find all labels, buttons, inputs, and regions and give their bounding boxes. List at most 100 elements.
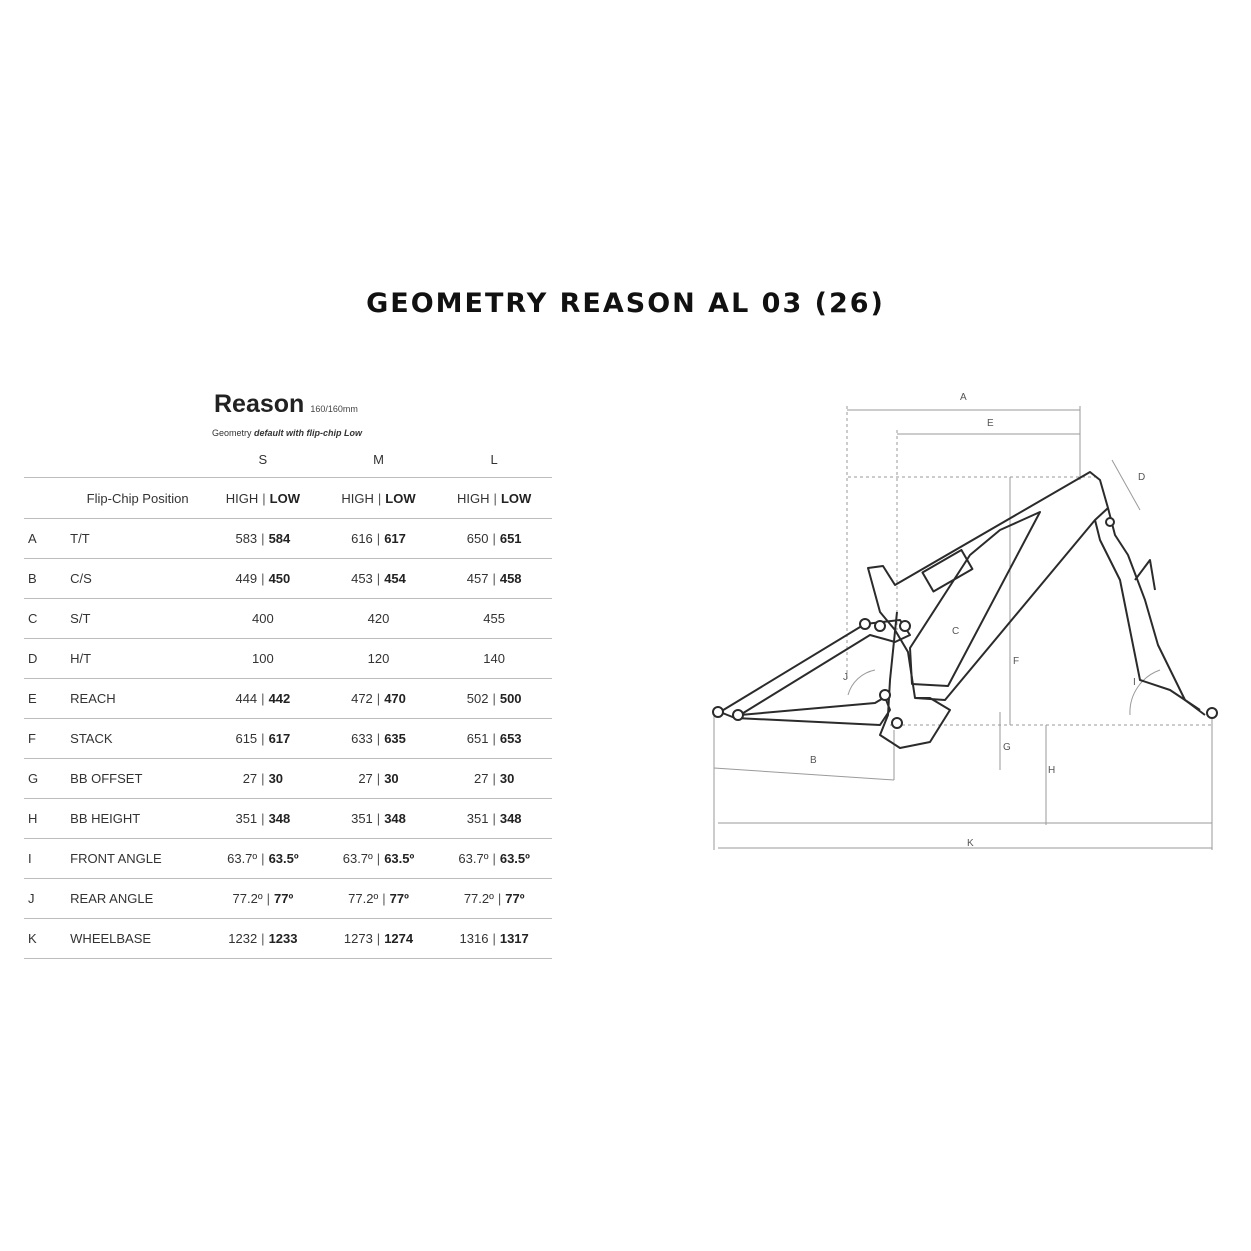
row-code: D (24, 638, 71, 679)
value-separator: | (376, 851, 381, 866)
value-separator: | (377, 490, 382, 506)
value: 400 (252, 611, 274, 626)
value-separator: | (497, 891, 502, 906)
value-low: 63.5º (268, 851, 299, 866)
flip-chip-low: LOW (269, 490, 300, 506)
bottom-bracket (879, 611, 951, 749)
value-separator: | (376, 531, 381, 546)
value-high: 351 (235, 811, 258, 826)
value-high: 77.2º (463, 891, 494, 906)
size-header-spacer (24, 442, 71, 478)
value-separator: | (261, 691, 265, 706)
label-a: A (960, 392, 967, 403)
value-cell: 27|30 (320, 758, 437, 799)
row-label: S/T (70, 598, 206, 639)
value-cell: 120 (320, 638, 437, 679)
shock (921, 548, 974, 593)
value-low: 450 (268, 571, 291, 586)
flip-chip-cell: HIGH|LOW (436, 477, 552, 519)
row-code: I (24, 838, 71, 879)
value-separator: | (492, 691, 496, 706)
value-separator: | (261, 931, 265, 946)
value-low: 63.5º (499, 851, 530, 866)
value-cell: 27|30 (436, 758, 552, 799)
value: 455 (483, 611, 505, 626)
value-cell: 400 (205, 598, 321, 639)
link-pivot (874, 620, 886, 632)
label-g: G (1003, 742, 1011, 753)
value-cell: 455 (436, 598, 552, 639)
value-low: 30 (268, 771, 284, 786)
value-cell: 472|470 (320, 678, 437, 719)
value-low: 500 (499, 691, 522, 706)
value-low: 617 (384, 531, 406, 546)
label-d: D (1138, 472, 1145, 483)
row-label: BB HEIGHT (70, 798, 206, 839)
value-low: 470 (384, 691, 406, 706)
value-low: 454 (384, 571, 406, 586)
value-low: 442 (268, 691, 291, 706)
value-high: 77.2º (348, 891, 379, 906)
page-title: GEOMETRY REASON AL 03 (26) (366, 288, 885, 319)
size-header-m: M (320, 442, 437, 478)
row-label: WHEELBASE (70, 918, 206, 959)
value-low: 77º (389, 891, 409, 906)
flip-chip-low: LOW (500, 490, 532, 506)
value-high: 616 (351, 531, 373, 546)
label-e: E (987, 418, 994, 429)
value-separator: | (492, 531, 496, 546)
brand-name: Reason (214, 390, 305, 418)
headset-pivot (1105, 517, 1115, 527)
value-cell: 633|635 (320, 718, 437, 759)
value-low: 653 (499, 731, 522, 746)
value-separator: | (261, 531, 265, 546)
value-high: 502 (466, 691, 489, 706)
value-low: 348 (268, 811, 291, 826)
value-cell: 63.7º|63.5º (436, 838, 552, 879)
flip-chip-label: Flip-Chip Position (70, 477, 206, 519)
value-cell: 583|584 (205, 518, 321, 559)
label-k: K (967, 838, 974, 849)
value-cell: 651|653 (436, 718, 552, 759)
value-high: 472 (351, 691, 373, 706)
fork-outline (1094, 519, 1201, 711)
value: 420 (367, 611, 390, 626)
value-low: 30 (384, 771, 399, 786)
value-separator: | (261, 851, 265, 866)
label-b: B (810, 755, 817, 766)
value-separator: | (262, 490, 266, 506)
value-cell: 140 (436, 638, 552, 679)
dim-line-b (713, 767, 895, 781)
value-high: 27 (242, 771, 258, 786)
label-c: C (952, 626, 959, 637)
value-cell: 616|617 (320, 518, 437, 559)
value-low: 1233 (268, 931, 298, 946)
value-cell: 77.2º|77º (436, 878, 552, 919)
row-label: REAR ANGLE (70, 878, 206, 919)
value-high: 27 (358, 771, 373, 786)
rear-axle-pivot (712, 706, 724, 718)
value-low: 635 (384, 731, 406, 746)
value-low: 348 (499, 811, 522, 826)
frame-outline (719, 471, 1206, 749)
row-code: C (24, 598, 71, 639)
value-cell: 615|617 (205, 718, 321, 759)
value-separator: | (376, 931, 381, 946)
value-separator: | (261, 571, 265, 586)
row-label: C/S (70, 558, 206, 599)
travel-spec: 160/160mm (310, 404, 358, 414)
value-high: 453 (351, 571, 373, 586)
flip-chip-cell: HIGH|LOW (205, 477, 321, 519)
value-separator: | (492, 931, 496, 946)
value-cell: 1273|1274 (320, 918, 437, 959)
angle-arc-j (847, 669, 876, 696)
value-high: 351 (466, 811, 489, 826)
flip-chip-row: Flip-Chip Position HIGH|LOW HIGH|LOW HIG… (24, 477, 552, 519)
size-header-s: S (205, 442, 321, 478)
angle-arc-i (1129, 669, 1161, 716)
value-cell: 100 (205, 638, 321, 679)
value-separator: | (492, 811, 496, 826)
